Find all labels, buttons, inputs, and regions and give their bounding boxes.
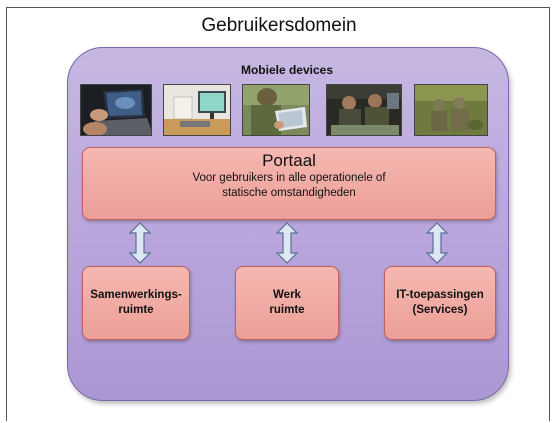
portal-box: Portaal Voor gebruikers in alle operatio… <box>82 147 496 220</box>
work-space-label: Werk ruimte <box>269 289 305 316</box>
command-room-photo-icon <box>326 84 402 136</box>
domain-title: Gebruikersdomein <box>201 15 357 36</box>
field-soldiers-photo-icon <box>414 84 488 136</box>
work-space-box: Werk ruimte <box>235 266 339 340</box>
double-arrow-icon <box>129 222 151 264</box>
it-applications-label: IT-toepassingen (Services) <box>396 289 484 316</box>
desktop-monitor-photo-icon <box>163 84 231 136</box>
double-arrow-icon <box>426 222 448 264</box>
collaboration-space-box: Samenwerkings- ruimte <box>82 266 190 340</box>
tablet-soldier-photo-icon <box>242 84 310 136</box>
portal-title: Portaal <box>262 151 316 170</box>
it-applications-box: IT-toepassingen (Services) <box>384 266 496 340</box>
laptop-photo-icon <box>80 84 152 136</box>
mobile-devices-title: Mobiele devices <box>240 63 334 77</box>
portal-subtitle-line2: statische omstandigheden <box>222 187 356 199</box>
portal-subtitle-line1: Voor gebruikers in alle operationele of <box>192 172 386 184</box>
collaboration-space-label: Samenwerkings- ruimte <box>90 289 182 316</box>
double-arrow-icon <box>276 222 298 264</box>
